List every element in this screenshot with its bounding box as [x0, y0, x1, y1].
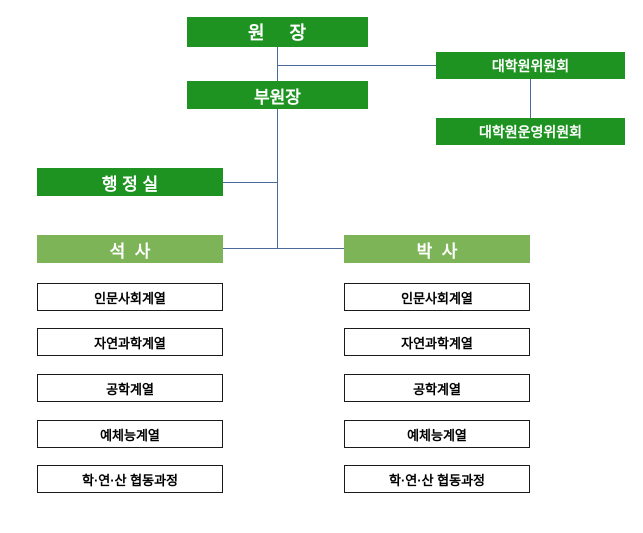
doctorate-track-humanities-box: 인문사회계열: [344, 283, 530, 311]
connector-admin-office-trunk: [223, 182, 277, 183]
connector-masters-doctorate: [223, 248, 344, 249]
connector-director-vice-director: [277, 47, 278, 81]
grad-operating-committee-box: 대학원운영위원회: [436, 118, 625, 145]
masters-track-engineering-box: 공학계열: [37, 374, 223, 402]
masters-track-arts-sports-box: 예체능계열: [37, 420, 223, 448]
masters-track-natural-sciences-box: 자연과학계열: [37, 328, 223, 356]
doctorate-header-box: 박 사: [344, 235, 530, 263]
connector-grad-committee-operating-committee: [530, 79, 531, 118]
connector-vice-director-trunk: [277, 109, 278, 249]
director-box: 원 장: [187, 17, 368, 47]
doctorate-track-natural-sciences-box: 자연과학계열: [344, 328, 530, 356]
grad-committee-box: 대학원위원회: [436, 52, 625, 79]
masters-track-cooperative-program-box: 학·연·산 협동과정: [37, 465, 223, 493]
masters-header-box: 석 사: [37, 235, 223, 263]
doctorate-track-arts-sports-box: 예체능계열: [344, 420, 530, 448]
vice-director-box: 부원장: [187, 81, 368, 109]
connector-trunk-grad-committee: [277, 65, 436, 66]
admin-office-box: 행 정 실: [37, 168, 223, 196]
doctorate-track-cooperative-program-box: 학·연·산 협동과정: [344, 465, 530, 493]
masters-track-humanities-box: 인문사회계열: [37, 283, 223, 311]
doctorate-track-engineering-box: 공학계열: [344, 374, 530, 402]
